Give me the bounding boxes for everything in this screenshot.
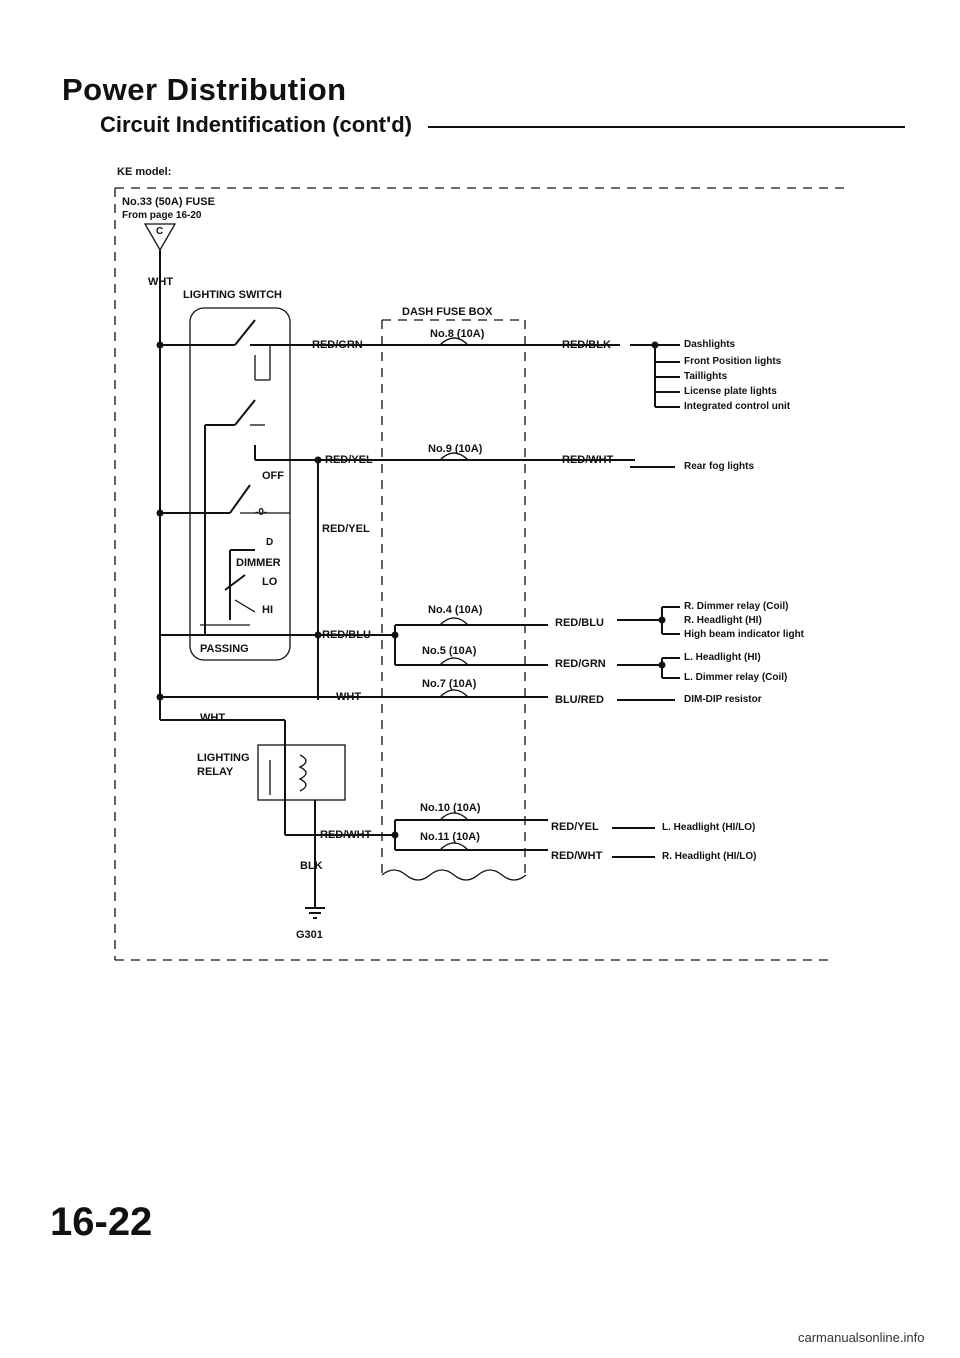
fuse-box-title: DASH FUSE BOX <box>402 306 493 318</box>
wire-blu-red-right: BLU/RED <box>555 694 604 706</box>
load-l-dimmer-relay: L. Dimmer relay (Coil) <box>684 672 788 683</box>
page-subtitle: Circuit Indentification (cont'd) <box>100 112 412 137</box>
wire-red-yel-left-1: RED/YEL <box>325 454 373 466</box>
source-fuse-label: No.33 (50A) FUSE <box>122 196 215 208</box>
wire-red-grn-right: RED/GRN <box>555 658 606 670</box>
wire-red-yel-left-2: RED/YEL <box>322 523 370 535</box>
wire-red-wht-right-2: RED/WHT <box>551 850 603 862</box>
lighting-switch-box <box>189 307 291 661</box>
load-taillights: Taillights <box>684 371 728 382</box>
load-dashlights: Dashlights <box>684 339 736 350</box>
fuse-no4: No.4 (10A) <box>428 604 483 616</box>
wire-red-blk-right: RED/BLK <box>562 339 611 351</box>
dimmer-lo-label: LO <box>262 576 278 588</box>
connector-triangle <box>143 223 177 252</box>
wire-red-blu-left: RED/BLU <box>322 629 371 641</box>
wire-red-wht-left: RED/WHT <box>320 829 372 841</box>
wire-red-wht-right: RED/WHT <box>562 454 614 466</box>
fuse-no7: No.7 (10A) <box>422 678 477 690</box>
load-front-position: Front Position lights <box>684 356 782 367</box>
page-number: 16-22 <box>50 1200 153 1244</box>
fuse-no8: No.8 (10A) <box>430 328 485 340</box>
feed-wire-label: WHT <box>148 276 174 288</box>
relay-box <box>257 744 346 801</box>
fuse-no11: No.11 (10A) <box>420 831 480 843</box>
wire-red-grn-left: RED/GRN <box>312 339 363 351</box>
load-r-dimmer-relay: R. Dimmer relay (Coil) <box>684 601 789 612</box>
relay-wht-label: WHT <box>200 712 226 724</box>
switch-off-label: OFF <box>262 470 284 482</box>
source-page-label: From page 16-20 <box>122 210 202 221</box>
ground-label: G301 <box>296 929 323 941</box>
ground-wire-label: BLK <box>300 860 323 872</box>
fuse-no9: No.9 (10A) <box>428 443 483 455</box>
wire-wht-left: WHT <box>336 691 362 703</box>
load-license-plate: License plate lights <box>684 386 777 397</box>
load-high-beam: High beam indicator light <box>684 629 805 640</box>
relay-label-1: LIGHTING <box>197 752 250 764</box>
lighting-switch-title: LIGHTING SWITCH <box>183 289 282 301</box>
dimmer-hi-label: HI <box>262 604 273 616</box>
model-label: KE model: <box>117 166 172 178</box>
switch-pos1-label: -0- <box>255 507 268 518</box>
load-l-headlight-hi: L. Headlight (HI) <box>684 652 761 663</box>
load-l-headlight-hilo: L. Headlight (HI/LO) <box>662 822 756 833</box>
load-r-headlight-hilo: R. Headlight (HI/LO) <box>662 851 757 862</box>
dimmer-label: DIMMER <box>236 557 281 569</box>
load-r-headlight-hi: R. Headlight (HI) <box>684 615 762 626</box>
connector-label: C <box>156 226 164 237</box>
load-dim-dip: DIM-DIP resistor <box>684 694 762 705</box>
load-icu: Integrated control unit <box>684 401 791 412</box>
passing-label: PASSING <box>200 643 249 655</box>
page-title: Power Distribution <box>62 72 347 107</box>
wire-red-blu-right: RED/BLU <box>555 617 604 629</box>
relay-label-2: RELAY <box>197 766 234 778</box>
footer-watermark: carmanualsonline.info <box>798 1330 925 1345</box>
load-rear-fog: Rear fog lights <box>684 461 755 472</box>
fuse-no10: No.10 (10A) <box>420 802 481 814</box>
fuse-no5: No.5 (10A) <box>422 645 477 657</box>
switch-pos2-label: D <box>266 537 274 548</box>
wire-red-yel-right: RED/YEL <box>551 821 599 833</box>
